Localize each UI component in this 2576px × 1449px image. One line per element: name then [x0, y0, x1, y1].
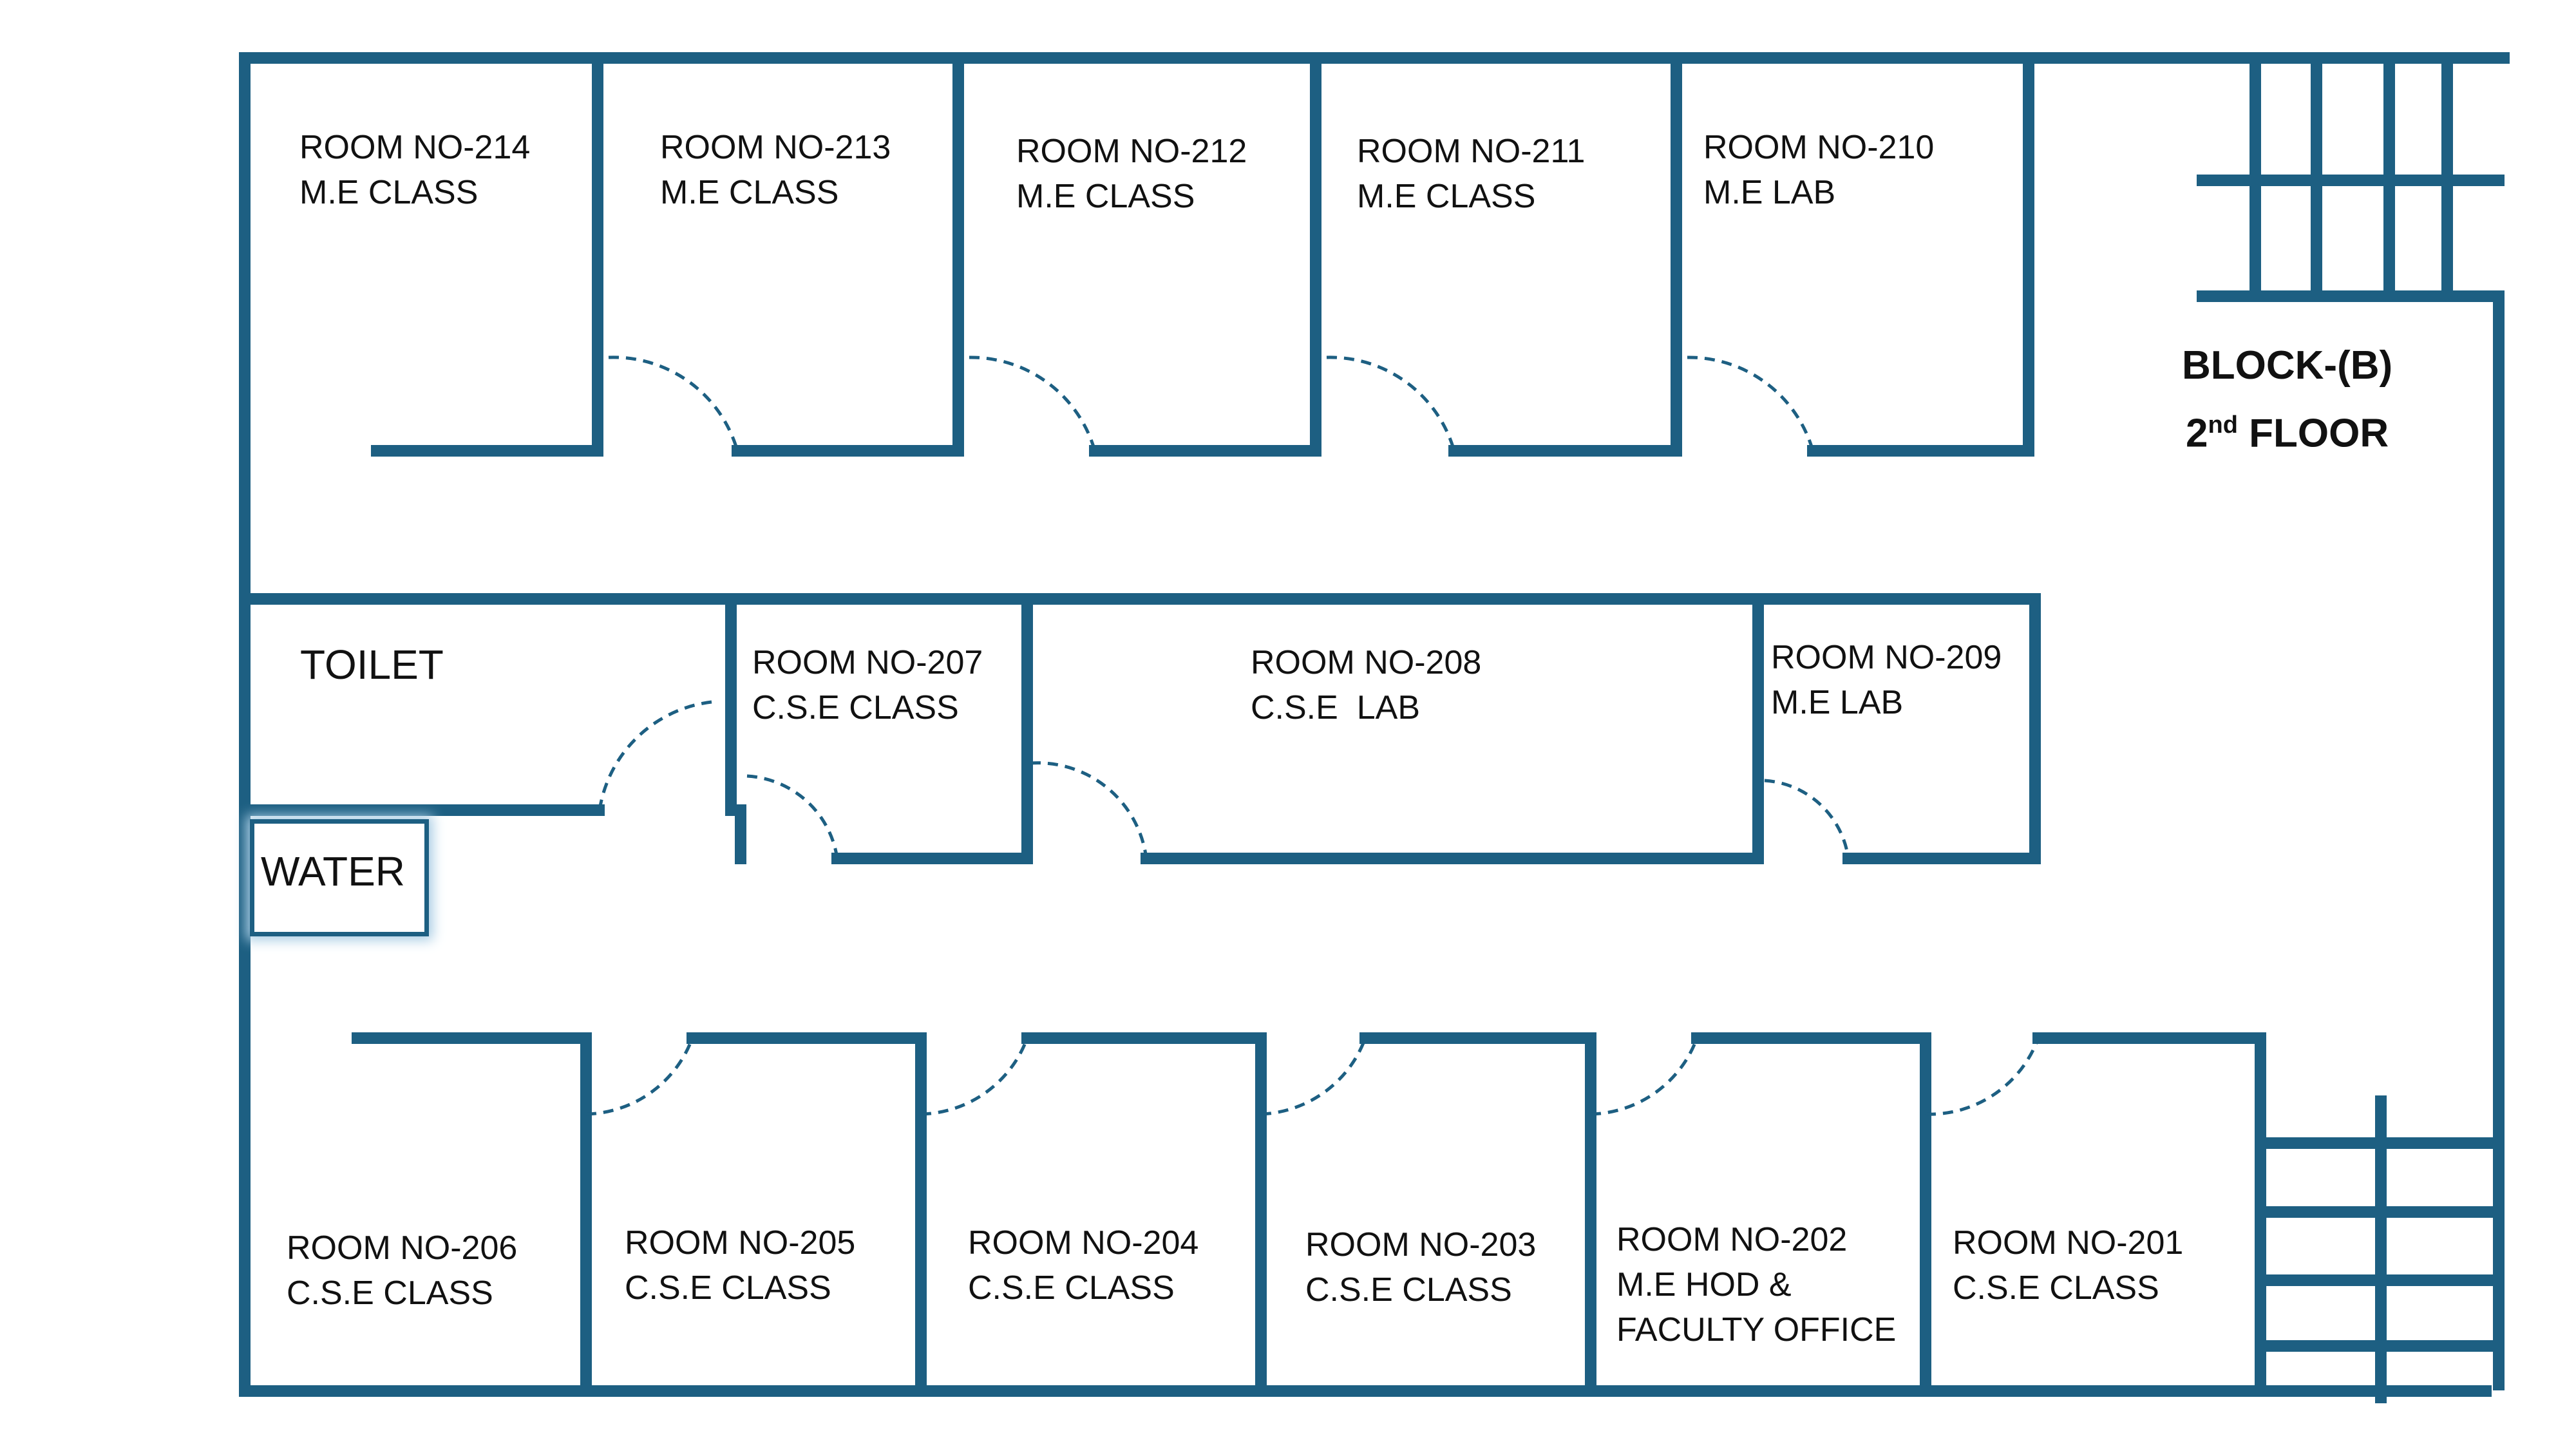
room-202-use: M.E HOD & — [1616, 1266, 1792, 1303]
door-202 — [1590, 1037, 1699, 1116]
room-201-use: C.S.E CLASS — [1953, 1269, 2159, 1307]
door-208 — [1030, 761, 1148, 859]
door-213 — [608, 355, 739, 451]
room-213-use: M.E CLASS — [660, 174, 839, 211]
room-206-number: ROOM NO-206 — [287, 1229, 518, 1267]
room-207-use: C.S.E CLASS — [752, 689, 959, 726]
room-202-label: ROOM NO-202 M.E HOD & FACULTY OFFICE — [1616, 1217, 1896, 1352]
room-212-use: M.E CLASS — [1016, 178, 1195, 215]
door-210 — [1687, 355, 1815, 451]
room-210-number: ROOM NO-210 — [1703, 129, 1935, 166]
room-206-use: C.S.E CLASS — [287, 1274, 493, 1312]
room-214-label: ROOM NO-214 M.E CLASS — [299, 125, 530, 215]
room-208-label: ROOM NO-208 C.S.E LAB — [1251, 640, 1481, 730]
room-210-use: M.E LAB — [1703, 174, 1836, 211]
door-toilet — [597, 700, 712, 815]
room-205-use: C.S.E CLASS — [625, 1269, 831, 1307]
door-212 — [969, 355, 1097, 451]
room-213-number: ROOM NO-213 — [660, 129, 891, 166]
room-209-use: M.E LAB — [1771, 684, 1904, 721]
room-201-label: ROOM NO-201 C.S.E CLASS — [1953, 1220, 2183, 1311]
room-202-use-line2: FACULTY OFFICE — [1616, 1311, 1897, 1349]
floor-suffix: nd — [2208, 412, 2238, 439]
top-room-walls — [371, 52, 2505, 457]
floor-label: 2nd FLOOR — [2182, 395, 2392, 464]
room-212-number: ROOM NO-212 — [1016, 133, 1247, 170]
staircase-top — [2197, 52, 2505, 302]
block-title: BLOCK-(B) 2nd FLOOR — [2182, 336, 2392, 464]
door-204 — [920, 1037, 1029, 1116]
room-202-number: ROOM NO-202 — [1616, 1221, 1848, 1258]
outer-wall — [239, 52, 2510, 1397]
room-211-label: ROOM NO-211 M.E CLASS — [1357, 129, 1585, 219]
door-211 — [1326, 355, 1456, 451]
room-205-label: ROOM NO-205 C.S.E CLASS — [625, 1220, 855, 1311]
room-214-use: M.E CLASS — [299, 174, 478, 211]
room-214-number: ROOM NO-214 — [299, 129, 531, 166]
middle-room-walls — [239, 593, 2041, 864]
room-201-number: ROOM NO-201 — [1953, 1224, 2184, 1262]
room-205-number: ROOM NO-205 — [625, 1224, 856, 1262]
room-206-label: ROOM NO-206 C.S.E CLASS — [287, 1226, 517, 1316]
room-210-label: ROOM NO-210 M.E LAB — [1703, 125, 1934, 215]
floor-number: 2 — [2186, 411, 2208, 456]
room-207-number: ROOM NO-207 — [752, 644, 983, 681]
bottom-room-walls — [352, 1032, 2266, 1397]
door-207 — [746, 774, 839, 859]
room-212-label: ROOM NO-212 M.E CLASS — [1016, 129, 1247, 219]
room-207-label: ROOM NO-207 C.S.E CLASS — [752, 640, 983, 730]
room-203-label: ROOM NO-203 C.S.E CLASS — [1305, 1222, 1536, 1312]
room-203-number: ROOM NO-203 — [1305, 1226, 1537, 1264]
room-204-use: C.S.E CLASS — [968, 1269, 1175, 1307]
room-204-label: ROOM NO-204 C.S.E CLASS — [968, 1220, 1198, 1311]
block-name: BLOCK-(B) — [2182, 343, 2393, 388]
staircase-bottom — [2261, 1095, 2505, 1403]
walls — [239, 52, 2510, 1403]
room-204-number: ROOM NO-204 — [968, 1224, 1199, 1262]
room-208-use: C.S.E LAB — [1251, 689, 1420, 726]
door-203 — [1260, 1037, 1367, 1116]
room-209-number: ROOM NO-209 — [1771, 639, 2002, 676]
room-203-use: C.S.E CLASS — [1305, 1271, 1512, 1309]
room-208-number: ROOM NO-208 — [1251, 644, 1482, 681]
door-201 — [1925, 1037, 2040, 1116]
door-swings — [585, 355, 2040, 1116]
room-213-label: ROOM NO-213 M.E CLASS — [660, 125, 891, 215]
room-211-number: ROOM NO-211 — [1357, 133, 1586, 170]
room-211-use: M.E CLASS — [1357, 178, 1536, 215]
water-label: WATER — [261, 848, 405, 895]
door-209 — [1764, 779, 1850, 859]
door-205 — [585, 1037, 694, 1116]
toilet-label: TOILET — [300, 641, 444, 688]
water-box — [250, 819, 429, 936]
room-209-label: ROOM NO-209 M.E LAB — [1771, 635, 2002, 725]
floor-word: FLOOR — [2249, 411, 2389, 456]
